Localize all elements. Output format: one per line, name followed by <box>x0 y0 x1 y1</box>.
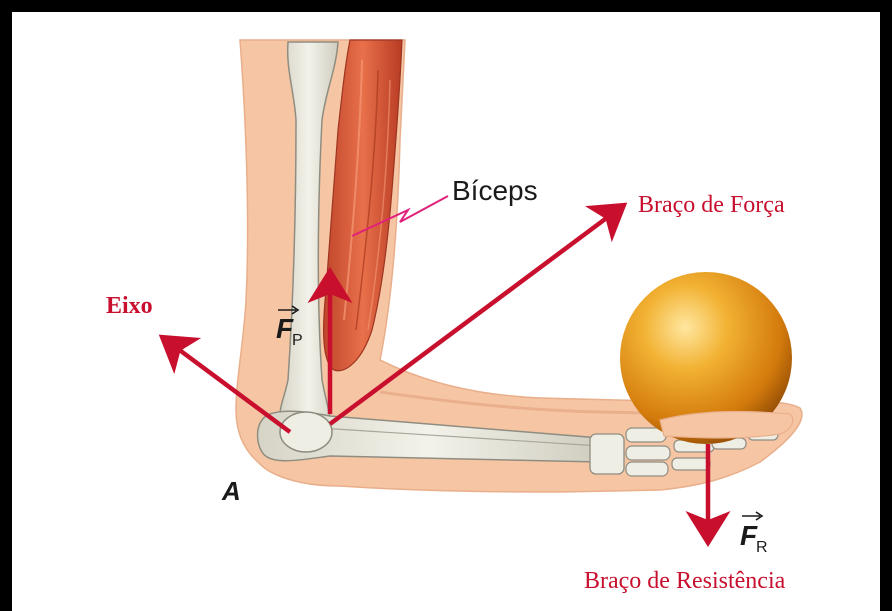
point-a-label: A <box>221 476 241 506</box>
force-r-subscript: R <box>756 539 768 556</box>
force-p-subscript: P <box>292 332 303 349</box>
braco-forca-label: Braço de Força <box>638 192 785 218</box>
fingers <box>660 412 793 438</box>
eixo-label: Eixo <box>106 293 153 319</box>
braco-resistencia-label: Braço de Resistência <box>584 568 786 594</box>
force-r-label: F R <box>740 512 768 556</box>
biceps-label: Bíceps <box>452 175 538 206</box>
